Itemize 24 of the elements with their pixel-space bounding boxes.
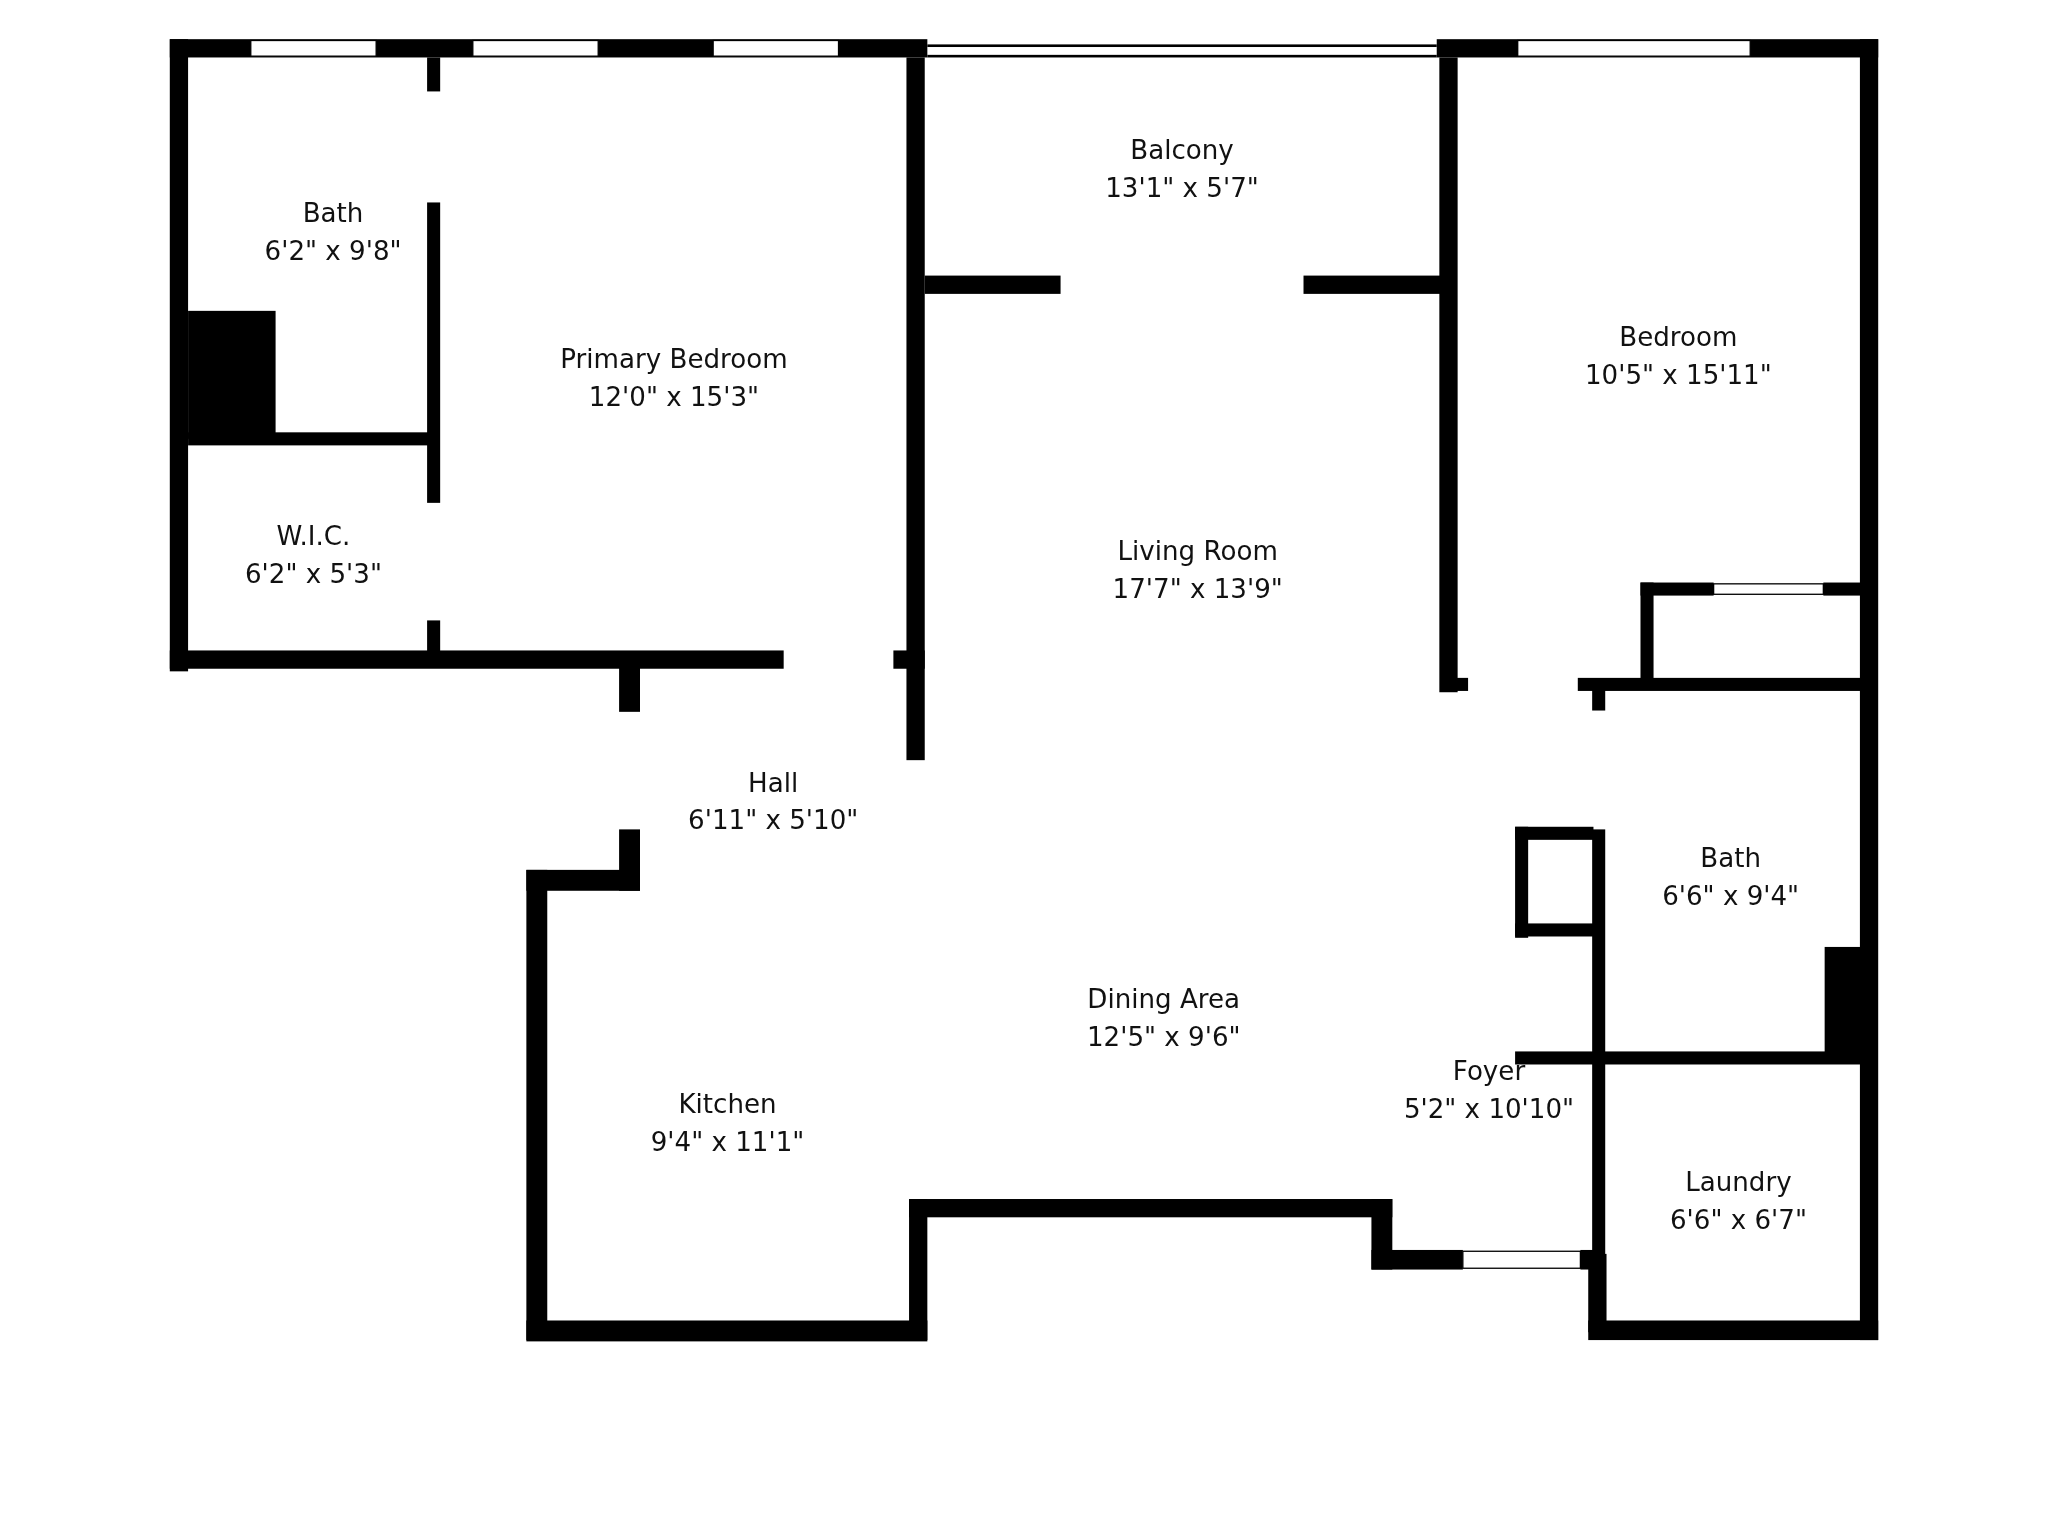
room-name: Laundry: [1685, 1165, 1792, 1200]
room-name: Balcony: [1130, 133, 1234, 168]
room-dimensions: 6'11" x 5'10": [688, 803, 859, 838]
room-name: Kitchen: [678, 1087, 777, 1122]
room-name: Hall: [748, 765, 799, 801]
room-name: W.I.C.: [276, 518, 351, 554]
room-dimensions: 6'6" x 9'4": [1662, 879, 1800, 914]
room-name: Primary Bedroom: [560, 342, 788, 377]
room-dimensions: 5'2" x 10'10": [1403, 1092, 1575, 1127]
room-dimensions: 6'2" x 9'8": [264, 234, 402, 269]
room-dimensions: 10'5" x 15'11": [1584, 358, 1772, 393]
room-dimensions: 9'4" x 11'1": [650, 1124, 805, 1160]
room-name: Living Room: [1117, 534, 1278, 569]
room-name: Bath: [302, 196, 364, 231]
room-name: Foyer: [1452, 1054, 1526, 1089]
room-name: Dining Area: [1087, 982, 1241, 1017]
room-dimensions: 17'7" x 13'9": [1112, 572, 1283, 607]
room-dimensions: 12'0" x 15'3": [588, 380, 760, 415]
room-dimensions: 6'2" x 5'3": [245, 556, 382, 592]
room-name: Bedroom: [1619, 320, 1738, 355]
room-name: Bath: [1700, 841, 1761, 876]
room-dimensions: 13'1" x 5'7": [1105, 171, 1259, 206]
room-dimensions: 6'6" x 6'7": [1670, 1203, 1807, 1238]
room-dimensions: 12'5" x 9'6": [1086, 1020, 1241, 1055]
